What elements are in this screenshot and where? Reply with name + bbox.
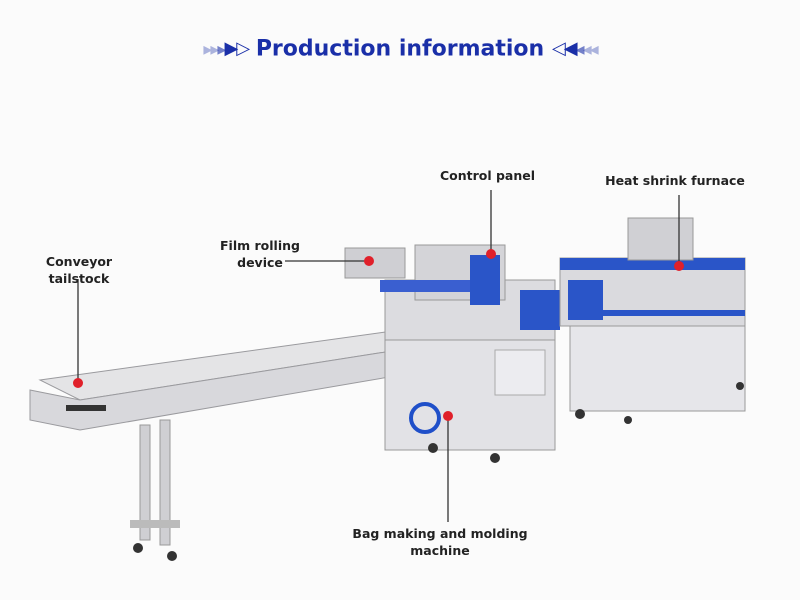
leader-lines <box>77 190 680 522</box>
right-arrows-icon: ▸▸▸▶▷ <box>203 38 250 60</box>
marker-bag <box>443 411 453 421</box>
marker-film <box>364 256 374 266</box>
left-arrows-icon: ◁◀◂◂◂ <box>551 38 599 60</box>
label-conveyor-tailstock: Conveyor tailstock <box>45 254 113 286</box>
heat-shrink-furnace <box>559 217 746 424</box>
marker-dots <box>73 249 684 421</box>
label-line: machine <box>410 543 470 558</box>
label-line: Film rolling <box>220 238 300 253</box>
label-film-rolling-device: Film rolling device <box>205 237 315 271</box>
page-title: Production information <box>255 36 545 62</box>
label-line: device <box>237 255 283 270</box>
packing-machine <box>344 244 560 463</box>
label-line: Bag making and molding <box>352 526 528 541</box>
marker-control <box>486 249 496 259</box>
marker-conveyor <box>73 378 83 388</box>
title-bar: ▸▸▸▶▷ Production information ◁◀◂◂◂ <box>0 36 800 62</box>
marker-furnace <box>674 261 684 271</box>
label-control-panel: Control panel <box>439 168 536 183</box>
label-bag-making-machine: Bag making and molding machine <box>350 525 530 559</box>
label-heat-shrink-furnace: Heat shrink furnace <box>605 173 745 188</box>
